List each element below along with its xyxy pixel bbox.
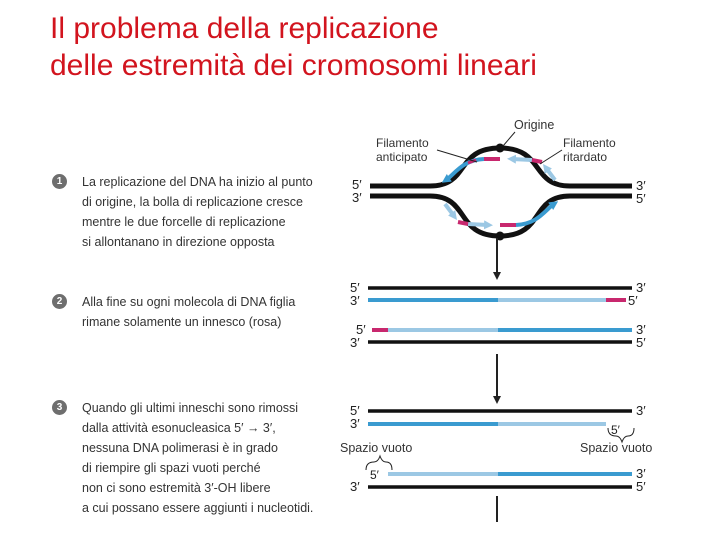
end-label-5-mol1-left: 5′ [350, 280, 360, 295]
leading-label-leader-line [436, 149, 478, 163]
empty-space-label-right: Spazio vuoto [580, 441, 652, 455]
step-3: 3 Quando gli ultimi inneschi sono rimoss… [52, 398, 313, 518]
step-3-line: non ci sono estremità 3′-OH libere [82, 481, 271, 495]
parental-strand-bottom [370, 193, 632, 239]
end-label-3-mol3-left: 3′ [350, 416, 360, 431]
step-2-number-badge: 2 [52, 294, 67, 309]
primer-bottom-left [457, 220, 469, 226]
step-2: 2 Alla fine su ogni molecola di DNA figl… [52, 292, 295, 332]
primer-removed-molecules: 5′ 5′ Spazio vuoto Spazio vuoto 5′ 3′ 3′… [340, 403, 652, 494]
lagging-fragment-bottom-left [467, 220, 493, 230]
end-label-5-mol2-right: 5′ [636, 335, 646, 350]
lagging-strand-label-line-1: Filamento [563, 136, 616, 150]
primer-top-left [467, 158, 477, 165]
step-3-line: a cui possano essere aggiunti i nucleoti… [82, 501, 314, 515]
step-1-line: mentre le due forcelle di replicazione [82, 215, 286, 229]
slide-title: Il problema della replicazione delle est… [50, 10, 537, 84]
end-label-5-mol2-left: 5′ [356, 322, 366, 337]
end-label-3-bottom-left: 3′ [352, 190, 362, 205]
leading-strand-label-line-1: Filamento [376, 136, 429, 150]
gap-bracket-left [365, 454, 393, 471]
end-label-5-gap-right: 5′ [611, 423, 621, 437]
end-label-3-mol4-left: 3′ [350, 479, 360, 494]
lagging-strand-label-line-2: ritardato [563, 150, 607, 164]
step-3-text: Quando gli ultimi inneschi sono rimossi … [82, 398, 313, 518]
lagging-fragment-top-right-2 [543, 164, 557, 182]
end-label-5-bottom-right: 5′ [636, 191, 646, 206]
end-label-5-gap-left: 5′ [370, 468, 380, 482]
end-label-3-mol1-left: 3′ [350, 293, 360, 308]
leading-strand-top-left [441, 157, 485, 183]
origin-label: Origine [514, 118, 554, 132]
end-label-3-mol1-right: 3′ [636, 280, 646, 295]
replication-bubble: Origine Filamento anticipato Filamento r… [352, 118, 646, 241]
end-label-3-mol2-left: 3′ [350, 335, 360, 350]
end-label-5-mol3-left: 5′ [350, 403, 360, 418]
step-3-number-badge: 3 [52, 400, 67, 415]
end-label-3-mol2-right: 3′ [636, 322, 646, 337]
step-3-line: Quando gli ultimi inneschi sono rimossi [82, 401, 299, 415]
step-2-text: Alla fine su ogni molecola di DNA figlia… [82, 292, 295, 332]
step-2-line: Alla fine su ogni molecola di DNA figlia [82, 295, 296, 309]
leading-strand-label-line-2: anticipato [376, 150, 428, 164]
end-label-3-mol4-right: 3′ [636, 466, 646, 481]
gap-bracket-right [607, 427, 635, 444]
step-1-line: si allontanano in direzione opposta [82, 235, 275, 249]
end-label-3-mol3-right: 3′ [636, 403, 646, 418]
lagging-fragment-top-right [507, 154, 533, 164]
step-1: 1 La replicazione del DNA ha inizio al p… [52, 172, 313, 252]
leading-strand-bottom-right [515, 201, 559, 227]
step-1-text: La replicazione del DNA ha inizio al pun… [82, 172, 313, 252]
lagging-fragment-bottom-left-2 [443, 202, 457, 220]
step-1-line: La replicazione del DNA ha inizio al pun… [82, 175, 313, 189]
origin-leader-line [502, 131, 516, 147]
slide-title-line-2: delle estremità dei cromosomi lineari [50, 49, 537, 82]
empty-space-label-left: Spazio vuoto [340, 441, 412, 455]
step-3-line: nessuna DNA polimerasi è in grado [82, 441, 278, 455]
end-label-3-top-right: 3′ [636, 178, 646, 193]
end-label-5-mol1-right: 5′ [628, 293, 638, 308]
lagging-label-leader-line [539, 149, 563, 165]
end-label-5-mol4-right: 5′ [636, 479, 646, 494]
slide-title-line-1: Il problema della replicazione [50, 12, 439, 45]
step-3-line: dalla attività esonucleasica 5′ → 3′, [82, 421, 276, 435]
origin-dot-top [495, 143, 505, 153]
step-1-number-badge: 1 [52, 174, 67, 189]
daughter-molecules: 5′ 3′ 3′ 5′ 5′ 3′ 3′ 5′ [350, 280, 646, 350]
step-1-line: di origine, la bolla di replicazione cre… [82, 195, 303, 209]
end-label-5-top-left: 5′ [352, 177, 362, 192]
primer-top-right [531, 158, 543, 164]
step-2-line: rimane solamente un innesco (rosa) [82, 315, 282, 329]
step-3-line: di riempire gli spazi vuoti perché [82, 461, 261, 475]
